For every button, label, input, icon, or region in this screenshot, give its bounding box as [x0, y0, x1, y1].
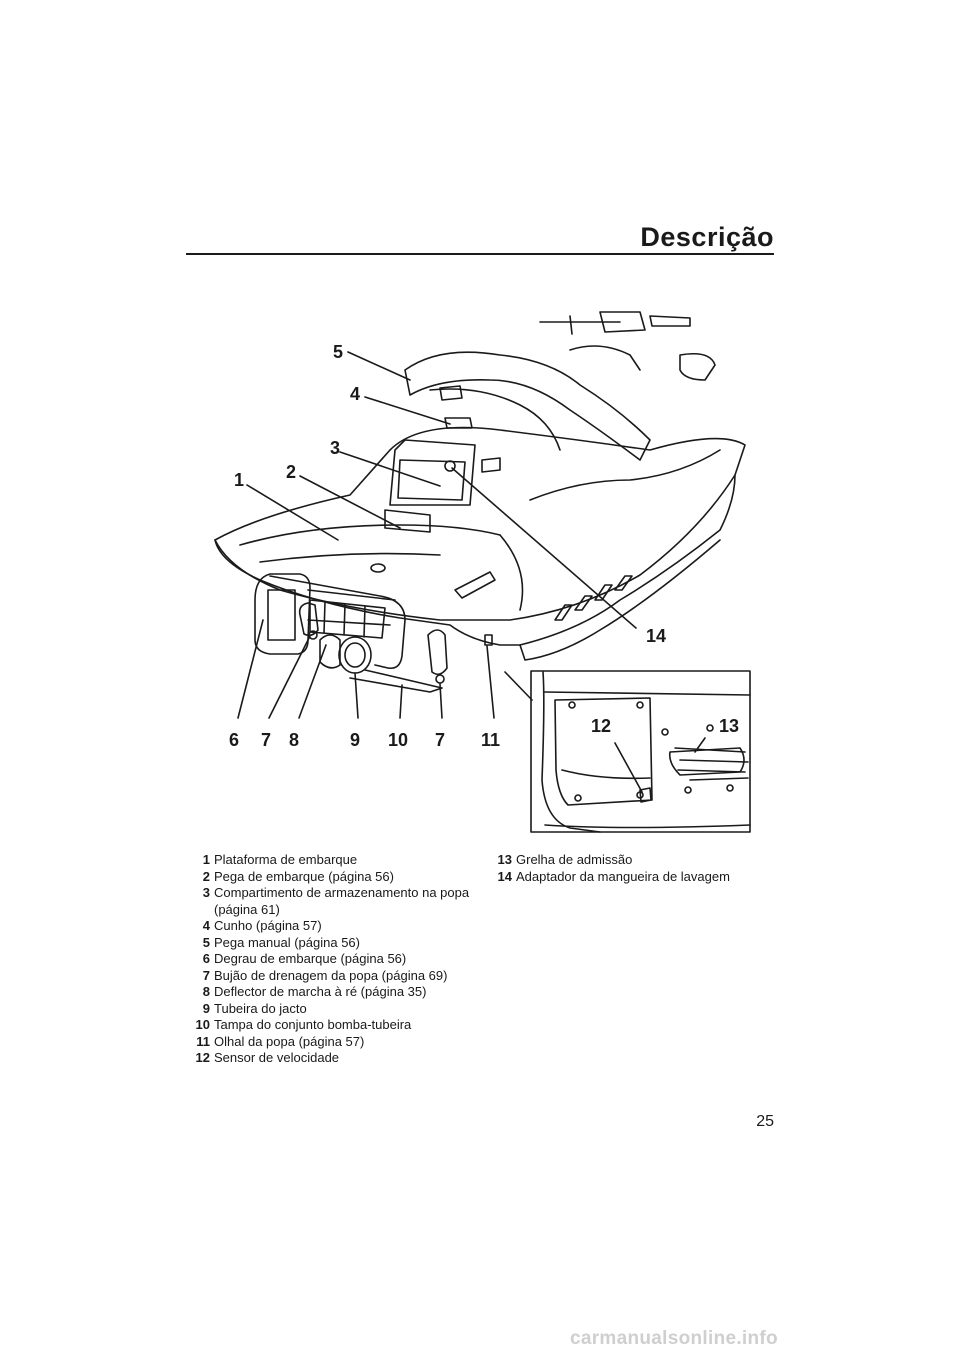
legend-text: Compartimento de armazenamento na popa (…: [214, 885, 470, 917]
legend-item: 10 Tampa do conjunto bomba-tubeira: [186, 1017, 476, 1034]
callout-11: 11: [481, 730, 500, 750]
legend-item: 4 Cunho (página 57): [186, 918, 476, 935]
legend-number: 2: [202, 868, 210, 884]
callout-5: 5: [333, 342, 343, 362]
pump-cover: [349, 669, 443, 693]
legend-number: 13: [497, 852, 512, 867]
speed-sensor-plate: [554, 697, 653, 806]
legend-number: 12: [195, 1050, 210, 1065]
callout-9: 9: [350, 730, 360, 750]
callout-4: 4: [350, 384, 360, 404]
legend-number: 7: [202, 967, 210, 983]
hose-adapter: [444, 460, 456, 472]
seat: [404, 351, 651, 461]
legend-text: Sensor de velocidade: [214, 1050, 340, 1065]
callout-12: 12: [591, 716, 611, 736]
legend-item: 3 Compartimento de armazenamento na popa …: [186, 885, 476, 918]
speed-sensor: [639, 787, 652, 803]
watermark: carmanualsonline.info: [570, 1328, 778, 1349]
callout-13: 13: [719, 716, 739, 736]
legend-text: Tampa do conjunto bomba-tubeira: [214, 1017, 412, 1032]
watercraft-rear-illustration: 1 2 3 4 5 6 7 8 9 10 7 11 12 13 14: [200, 300, 760, 840]
legend-item: 1 Plataforma de embarque: [186, 852, 476, 869]
illustration-svg: 1 2 3 4 5 6 7 8 9 10 7 11 12 13 14: [214, 311, 751, 833]
drain-plug-left: [308, 630, 318, 640]
legend-number: 8: [202, 984, 210, 999]
legend-number: 11: [196, 1033, 210, 1049]
boarding-step: [254, 573, 311, 655]
legend-number: 6: [202, 951, 210, 966]
legend-text: Degrau de embarque (página 56): [214, 951, 407, 966]
legend-number: 9: [202, 1000, 210, 1016]
inset-detail: [530, 670, 751, 833]
callout-1: 1: [234, 470, 244, 490]
legend-text: Grelha de admissão: [516, 852, 633, 867]
legend-text: Tubeira do jacto: [214, 1000, 307, 1016]
legend-number: 5: [202, 934, 210, 950]
legend-text: Pega manual (página 56): [214, 934, 360, 950]
page-title: Descrição: [640, 222, 774, 252]
callout-7-right: 7: [435, 730, 445, 750]
callout-6: 6: [229, 730, 239, 750]
storage-compartment: [389, 439, 476, 506]
legend-number: 10: [195, 1017, 210, 1032]
callout-2: 2: [286, 462, 296, 482]
legend-item: 12 Sensor de velocidade: [186, 1050, 476, 1067]
legend-text: Cunho (página 57): [214, 918, 322, 933]
callout-10: 10: [388, 730, 408, 750]
legend-number: 4: [202, 918, 210, 933]
stern-eye: [484, 634, 493, 646]
console: [569, 345, 716, 381]
legend-number: 14: [497, 868, 512, 884]
boarding-grip: [384, 509, 431, 533]
legend-text: Adaptador da mangueira de lavagem: [516, 868, 730, 884]
legend-text: Pega de embarque (página 56): [214, 868, 394, 884]
title-rule: [186, 253, 774, 255]
callouts: 1 2 3 4 5 6 7 8 9 10 7 11 12 13 14: [229, 342, 739, 750]
callout-8: 8: [289, 730, 299, 750]
callout-3: 3: [330, 438, 340, 458]
legend-item: 6 Degrau de embarque (página 56): [186, 951, 476, 968]
legend-text: Plataforma de embarque: [214, 852, 358, 867]
legend-text: Bujão de drenagem da popa (página 69): [214, 967, 448, 983]
legend-number: 3: [202, 885, 210, 900]
callout-7-left: 7: [261, 730, 271, 750]
cleat: [444, 417, 473, 429]
legend-number: 1: [202, 852, 210, 867]
drain-plug-right: [435, 674, 445, 684]
page-number: 25: [756, 1113, 774, 1130]
handlebar: [539, 311, 691, 335]
hand-grip: [439, 385, 463, 401]
intake-grate: [668, 747, 745, 776]
callout-14: 14: [646, 626, 666, 646]
legend-item: 13 Grelha de admissão: [488, 852, 778, 869]
legend-text: Deflector de marcha à ré (página 35): [214, 984, 427, 999]
legend-item: 8 Deflector de marcha à ré (página 35): [186, 984, 476, 1001]
reverse-deflector: [298, 602, 319, 637]
legend-text: Olhal da popa (página 57): [214, 1033, 365, 1049]
